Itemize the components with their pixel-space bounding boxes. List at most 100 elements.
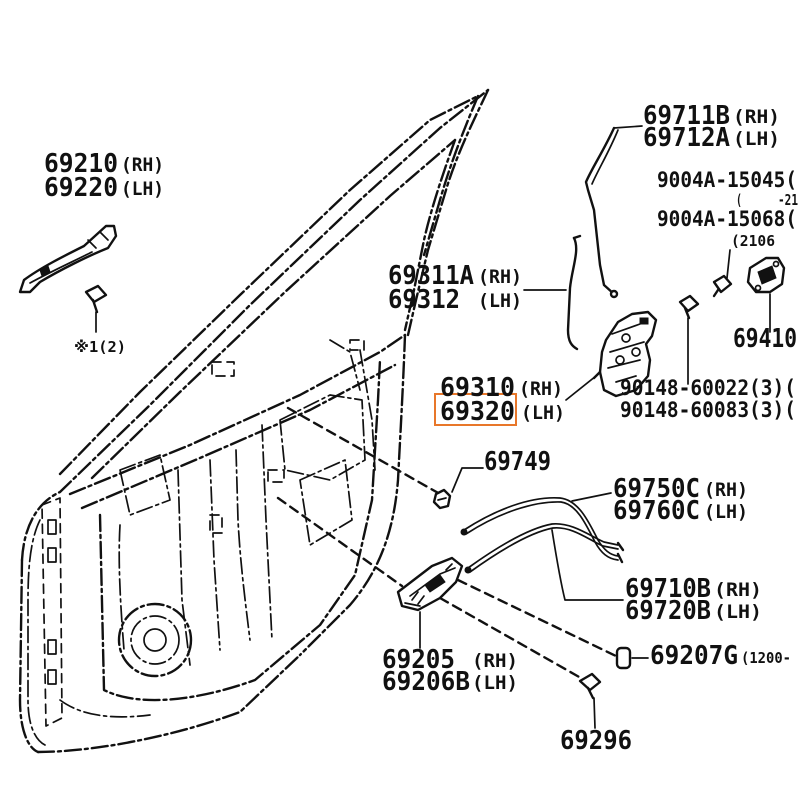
part-number-cable-front-rh[interactable]: 69750C: [613, 474, 700, 504]
window-frame-outer-line: [20, 88, 490, 562]
door-panel-outline: [18, 88, 490, 754]
regulator-rail: [209, 459, 221, 651]
range-label: (: [736, 191, 742, 209]
part-number-outside-handle-rh[interactable]: 69210: [44, 149, 118, 179]
speaker-opening-inner: [130, 615, 180, 665]
lock-rod-lower-hook: [572, 234, 582, 240]
rod-clip: [432, 488, 452, 510]
outside-handle-detail: [87, 231, 109, 249]
outside-handle-body: [18, 224, 118, 294]
cable-end-fitting: [616, 541, 625, 564]
part-number-striker-bolt-first[interactable]: 9004A-15045(: [657, 168, 797, 192]
part-number-lock-screw-first[interactable]: 90148-60022(3)(: [620, 376, 796, 400]
hinge-hole: [47, 519, 57, 535]
side-label: (RH): [519, 378, 563, 400]
hinge-hole: [47, 639, 57, 655]
screw-shank: [683, 306, 691, 320]
door-lock-connector: [639, 317, 649, 325]
door-lock-pivot: [621, 333, 631, 343]
cap-mount-line: [456, 578, 618, 658]
part-number-door-lock-lh[interactable]: 69320: [440, 397, 515, 427]
side-label: (LH): [733, 128, 780, 150]
part-number-outside-handle-lh[interactable]: 69220: [44, 173, 118, 203]
part-number-lock-rod-rh[interactable]: 69311A: [388, 261, 474, 291]
hinge-plate: [41, 497, 63, 727]
rear-cable-lower-edge: [469, 527, 619, 573]
part-number-inside-handle-rh[interactable]: 69205: [382, 645, 455, 675]
inner-panel-front-rib: [118, 524, 125, 651]
door-bottom-edge: [36, 653, 302, 754]
lock-rod-upper-sleeve: [591, 129, 619, 185]
inner-rib: [329, 339, 361, 391]
inside-handle-hatch: [411, 563, 453, 605]
part-number-door-lock-rh[interactable]: 69310: [440, 373, 515, 403]
screw-mount-line: [438, 596, 590, 684]
front-cable-lower-edge: [465, 501, 619, 561]
side-label: (RH): [472, 650, 518, 672]
leader-cable-front: [571, 492, 612, 502]
part-number-handle-cap[interactable]: 69207G: [650, 641, 738, 671]
rear-cable-upper-edge: [467, 523, 619, 569]
side-label: (RH): [714, 579, 762, 601]
part-number-cable-rear-rh[interactable]: 69710B: [625, 574, 711, 604]
door-lock-pivot: [631, 347, 641, 357]
outside-door-handle: [18, 224, 118, 294]
part-number-lock-rod-upper-lh[interactable]: 69712A: [643, 123, 730, 153]
cap-body: [615, 646, 632, 670]
part-number-clip[interactable]: 69749: [484, 447, 551, 477]
service-opening: [299, 459, 353, 546]
speaker-center: [143, 628, 167, 652]
clip-detail: [437, 497, 447, 501]
inside-handle-pocket: [424, 574, 446, 593]
clip-mount-line: [286, 406, 442, 496]
inside-handle-mount-line: [276, 496, 404, 588]
door-rear-edge: [298, 333, 407, 657]
part-number-handle-screw[interactable]: 69296: [560, 726, 632, 756]
inner-rib: [359, 349, 376, 471]
window-frame-inner-line: [90, 138, 457, 480]
part-number-cable-front-lh[interactable]: 69760C: [613, 496, 700, 526]
belt-line-upper: [68, 333, 407, 496]
range-label: (2106: [731, 232, 775, 250]
door-front-inner-edge: [27, 519, 46, 746]
striker-bolt: [712, 274, 733, 298]
window-frame-rear-inner: [403, 138, 457, 332]
hinge-hole: [47, 547, 57, 563]
part-number-striker[interactable]: 69410: [733, 324, 797, 354]
part-number-inside-handle-lh[interactable]: 69206B: [382, 667, 470, 697]
screw-note: ※1(2): [74, 338, 126, 356]
lock-rod-upper: [584, 126, 619, 299]
side-label: (LH): [472, 672, 518, 694]
side-label: (RH): [478, 266, 522, 288]
screw-head: [84, 284, 108, 304]
mount-hole: [349, 339, 365, 351]
part-number-lock-rod-lh[interactable]: 69312: [388, 285, 460, 315]
exploded-view-lines: [276, 406, 618, 684]
window-frame-middle-line: [58, 94, 480, 476]
part-number-lock-screw-second[interactable]: 90148-60083(3)(: [620, 398, 796, 422]
lock-screw: [678, 294, 700, 320]
inside-handle-lever: [409, 567, 456, 597]
door-lock-pivot: [615, 355, 625, 365]
side-label: (RH): [704, 479, 748, 501]
door-front-edge: [18, 558, 40, 754]
service-opening: [279, 394, 366, 481]
side-label: (RH): [733, 106, 780, 128]
part-number-cable-rear-lh[interactable]: 69720B: [625, 596, 711, 626]
screw-shank: [91, 298, 99, 314]
front-cable-upper-edge: [463, 496, 619, 557]
range-label: (1200-: [741, 649, 791, 667]
leader-handle-screw: [593, 697, 596, 729]
remote-cables: [460, 496, 625, 574]
leader-clip: [451, 467, 484, 493]
striker-hole: [772, 260, 780, 268]
service-opening: [119, 454, 171, 516]
mount-hole: [211, 361, 235, 377]
part-number-striker-bolt-second[interactable]: 9004A-15068(: [657, 207, 797, 231]
window-frame-rear-outer: [406, 88, 490, 337]
side-label: (RH): [121, 154, 164, 176]
inner-panel-outline: [98, 358, 382, 702]
part-number-lock-rod-upper-rh[interactable]: 69711B: [643, 101, 730, 131]
lock-rod-upper-end: [609, 289, 619, 299]
